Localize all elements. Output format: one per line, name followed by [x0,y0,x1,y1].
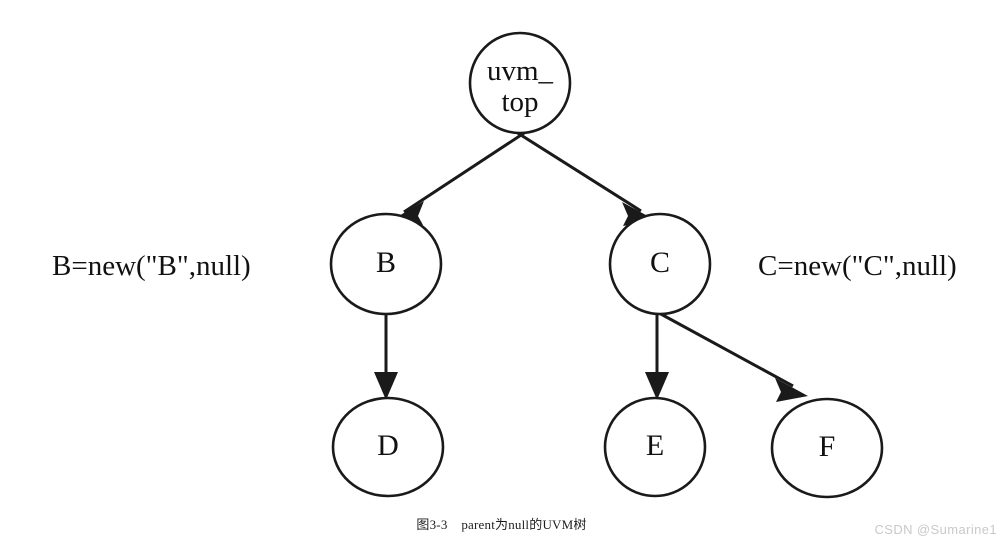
annotation-b-new: B=new("B",null) [52,250,251,282]
arrowhead-c-to-f [775,378,808,402]
figure-caption: 图3-3 parent为null的UVM树 [416,517,587,532]
node-d[interactable] [331,396,445,498]
arrowhead-c-to-e [645,372,669,400]
node-c[interactable] [608,212,712,316]
arrowhead-b-to-d [374,372,398,400]
node-b[interactable] [329,212,443,316]
edge-c-to-e [645,313,669,400]
edge-c-to-f [658,311,808,402]
watermark: CSDN @Sumarine1 [874,522,997,537]
annotation-c-new: C=new("C",null) [758,250,957,282]
node-e[interactable] [603,396,707,498]
node-uvm-top[interactable] [468,31,572,135]
node-f[interactable] [770,397,884,499]
edge-b-to-d [374,313,398,400]
